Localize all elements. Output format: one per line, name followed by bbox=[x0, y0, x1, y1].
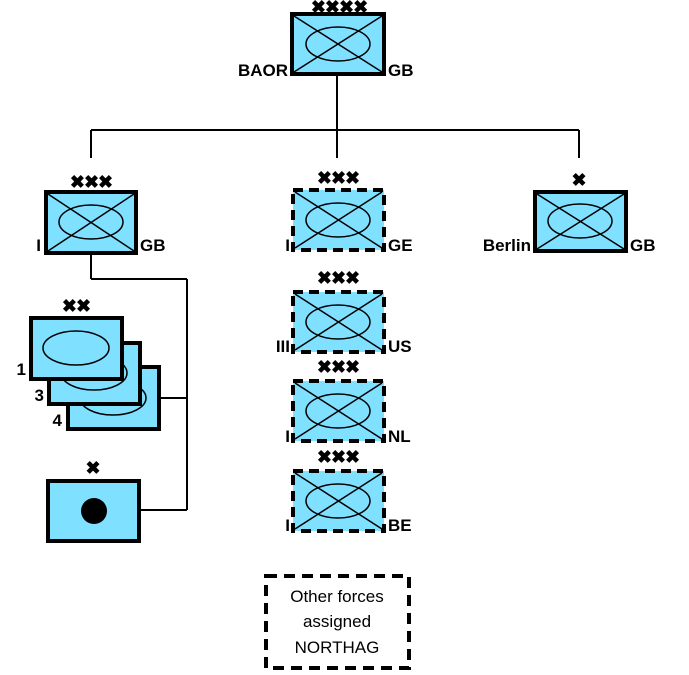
division-number-3: 3 bbox=[35, 386, 44, 405]
corps-nation: GE bbox=[388, 236, 413, 255]
connector-lines bbox=[90, 73, 580, 511]
armour-ellipse bbox=[547, 203, 613, 239]
armour-ellipse bbox=[305, 393, 371, 429]
corps-i-gb: ✖✖✖ I GB bbox=[36, 172, 166, 255]
other-forces-line3: NORTHAG bbox=[295, 638, 380, 657]
corps-i-nl: ✖✖✖ I NL bbox=[285, 357, 410, 446]
corps-i-be: ✖✖✖ I BE bbox=[285, 447, 411, 535]
armoured-cross bbox=[293, 15, 383, 73]
other-forces-line2: assigned bbox=[303, 612, 371, 631]
division-frame-1 bbox=[29, 316, 124, 381]
corps-iii-us: ✖✖✖ III US bbox=[276, 268, 412, 356]
corps-designation: III bbox=[276, 337, 290, 356]
corps-nation: GB bbox=[140, 236, 166, 255]
corps-echelon: ✖✖✖ bbox=[317, 168, 360, 188]
baor-unit: ✖✖✖✖ BAOR GB bbox=[238, 0, 414, 80]
corps-designation: I bbox=[285, 427, 290, 446]
brigade-echelon: ✖ bbox=[85, 458, 100, 478]
armour-ellipse bbox=[305, 202, 371, 238]
armoured-cross bbox=[536, 193, 625, 250]
corps-designation: I bbox=[36, 236, 41, 255]
baor-label: BAOR bbox=[238, 61, 288, 80]
corps-i-ge: ✖✖✖ I GE bbox=[285, 168, 412, 255]
armour-ellipse bbox=[305, 26, 371, 62]
corps-designation: I bbox=[285, 516, 290, 535]
other-forces-frame bbox=[264, 574, 411, 670]
baor-nation: GB bbox=[388, 61, 414, 80]
armoured-cross bbox=[294, 191, 383, 249]
armour-ellipse bbox=[305, 483, 371, 519]
corps-nation: BE bbox=[388, 516, 412, 535]
armour-ellipse bbox=[58, 204, 124, 240]
corps-nation: NL bbox=[388, 427, 411, 446]
corps-echelon: ✖✖✖ bbox=[317, 447, 360, 467]
division-echelon: ✖✖ bbox=[62, 296, 91, 316]
division-number-4: 4 bbox=[53, 411, 63, 430]
corps-echelon: ✖✖✖ bbox=[317, 268, 360, 288]
berlin-nation: GB bbox=[630, 236, 656, 255]
armour-ellipse bbox=[42, 330, 110, 366]
armoured-cross bbox=[294, 382, 383, 440]
armour-ellipse bbox=[305, 304, 371, 340]
artillery-brigade: ✖ bbox=[46, 458, 141, 543]
other-forces-box: Other forces assigned NORTHAG bbox=[264, 574, 411, 670]
other-forces-line1: Other forces bbox=[290, 587, 384, 606]
armoured-cross bbox=[294, 293, 383, 351]
corps-nation: US bbox=[388, 337, 412, 356]
artillery-dot bbox=[81, 498, 107, 524]
berlin-brigade: ✖ Berlin GB bbox=[483, 170, 656, 255]
brigade-echelon: ✖ bbox=[571, 170, 586, 190]
corps-echelon: ✖✖✖ bbox=[70, 172, 113, 192]
corps-designation: I bbox=[285, 236, 290, 255]
armoured-cross bbox=[294, 472, 383, 530]
berlin-label: Berlin bbox=[483, 236, 531, 255]
armoured-divisions-stack: ✖✖ 1 3 4 bbox=[17, 296, 161, 431]
corps-echelon: ✖✖✖ bbox=[317, 357, 360, 377]
division-number-1: 1 bbox=[17, 360, 26, 379]
armoured-cross bbox=[47, 193, 135, 252]
